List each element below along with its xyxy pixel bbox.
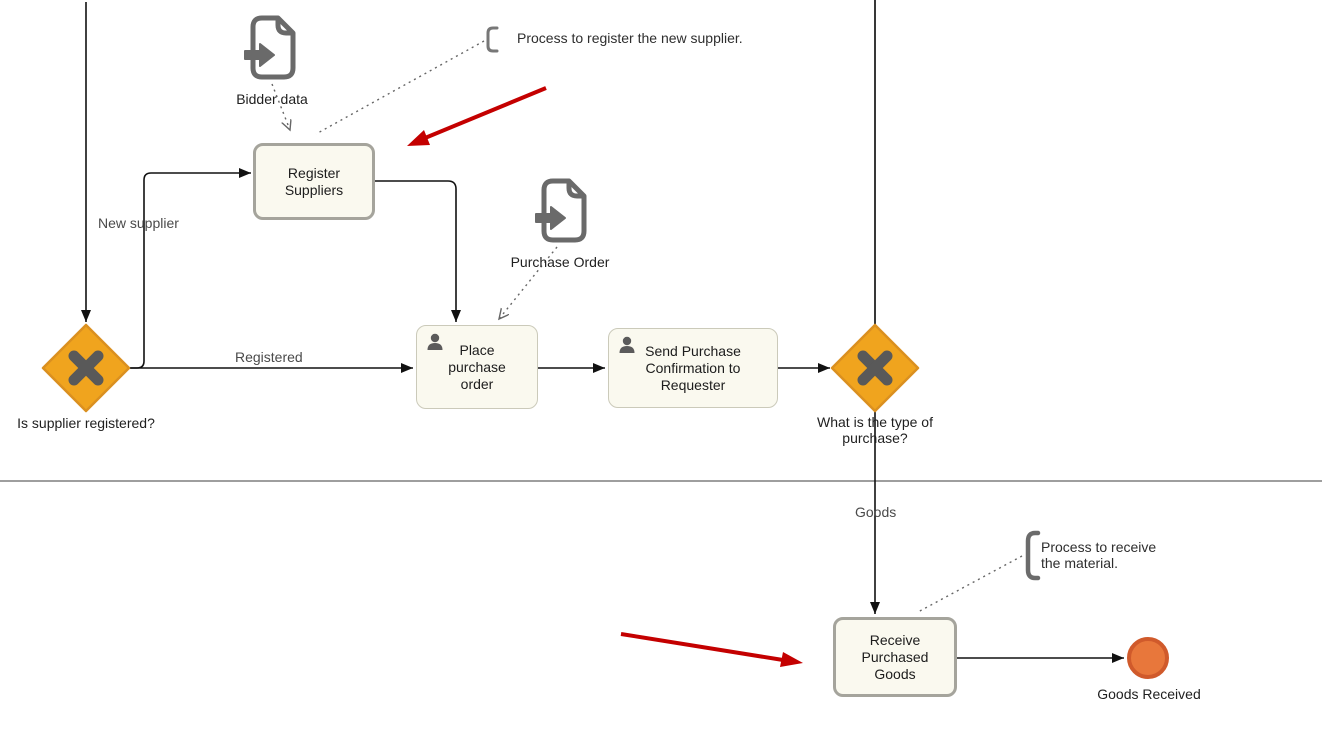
task-send-purchase-confirmation[interactable]: Send Purchase Confirmation to Requester bbox=[608, 328, 778, 408]
annotation-text-receive: Process to receive the material. bbox=[1041, 539, 1157, 571]
flow-label-registered: Registered bbox=[235, 349, 303, 365]
task-label: Register Suppliers bbox=[284, 164, 344, 198]
xor-gateway-icon bbox=[857, 350, 893, 386]
data-object-label-bidder-data: Bidder data bbox=[236, 91, 308, 107]
red-pointer-arrow-register bbox=[407, 86, 547, 146]
flow-register-to-place-order[interactable] bbox=[375, 180, 461, 322]
red-pointer-arrow-receive bbox=[620, 632, 803, 667]
user-task-icon bbox=[619, 336, 635, 353]
flow-label-new-supplier: New supplier bbox=[98, 215, 179, 231]
task-label: Place purchase order bbox=[448, 341, 506, 392]
end-event-label: Goods Received bbox=[1097, 686, 1201, 702]
task-label: Receive Purchased Goods bbox=[861, 631, 929, 682]
annotation-bracket-icon bbox=[1025, 530, 1041, 581]
gateway-is-supplier-registered[interactable] bbox=[41, 323, 131, 413]
association-bidder-data bbox=[271, 83, 290, 130]
association-annotation-register bbox=[315, 40, 485, 135]
flow-label-goods: Goods bbox=[855, 504, 897, 520]
gateway-label-type-of-purchase: What is the type of purchase? bbox=[817, 414, 933, 446]
gateway-type-of-purchase[interactable] bbox=[830, 323, 920, 413]
user-task-icon bbox=[427, 333, 443, 350]
annotation-bracket-icon bbox=[486, 26, 499, 53]
task-label: Send Purchase Confirmation to Requester bbox=[645, 342, 741, 393]
association-annotation-receive bbox=[917, 555, 1023, 613]
annotation-text-register: Process to register the new supplier. bbox=[517, 30, 743, 46]
data-object-icon-bidder-data[interactable] bbox=[245, 18, 293, 77]
gateway-label-is-supplier-registered: Is supplier registered? bbox=[17, 415, 155, 431]
data-object-label-purchase-order: Purchase Order bbox=[510, 254, 610, 270]
xor-gateway-icon bbox=[68, 350, 104, 386]
task-receive-purchased-goods[interactable]: Receive Purchased Goods bbox=[833, 617, 957, 697]
end-event-goods-received[interactable] bbox=[1127, 637, 1169, 679]
flow-new-supplier[interactable] bbox=[130, 168, 251, 369]
data-object-icon-purchase-order[interactable] bbox=[536, 181, 584, 240]
task-register-suppliers[interactable]: Register Suppliers bbox=[253, 143, 375, 220]
task-place-purchase-order[interactable]: Place purchase order bbox=[416, 325, 538, 409]
